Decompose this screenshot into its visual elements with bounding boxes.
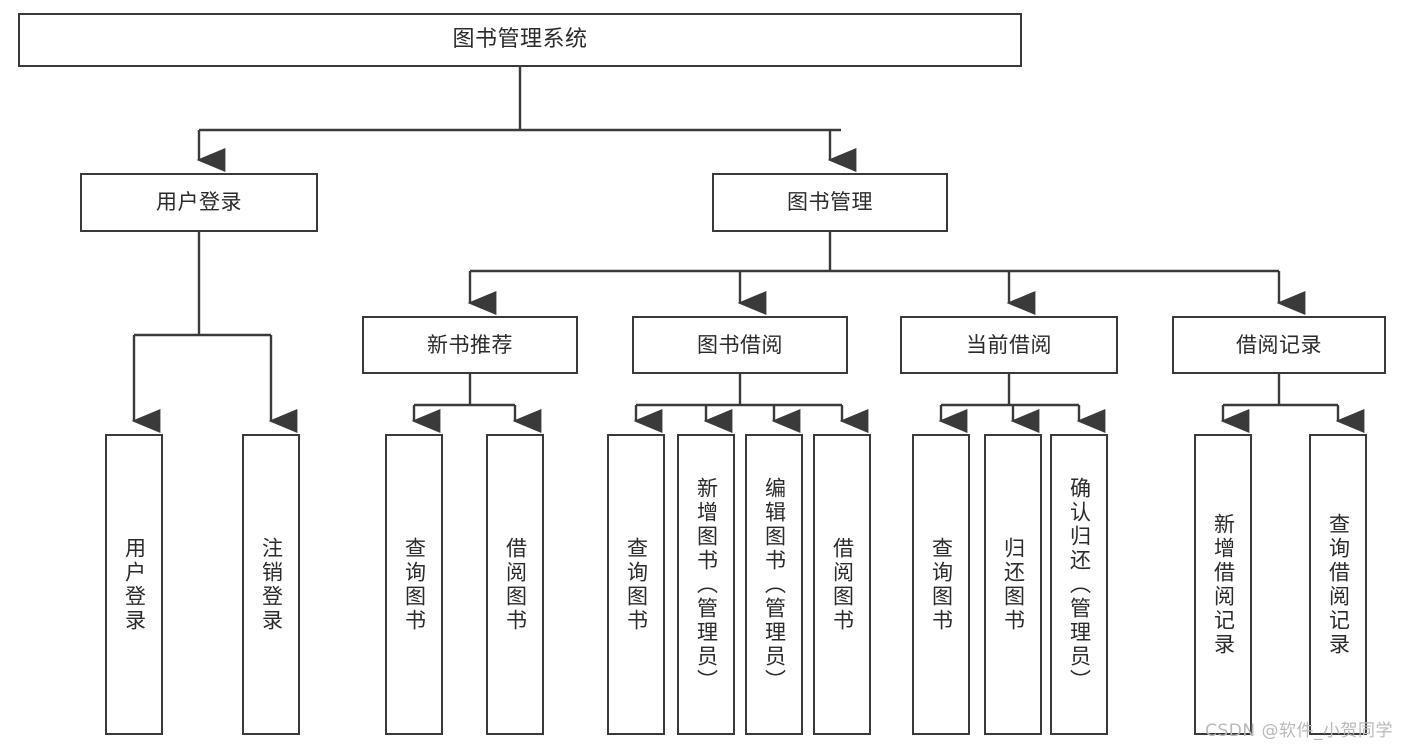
node-current-borrow-label: 当前借阅 xyxy=(966,332,1052,357)
node-leaf-user-logout[interactable]: 注销登录 xyxy=(242,434,300,735)
node-leaf-query-record-label: 查询借阅记录 xyxy=(1326,512,1351,657)
node-book-borrow-label: 图书借阅 xyxy=(697,332,783,357)
node-leaf-borrow-book-1[interactable]: 借阅图书 xyxy=(486,434,544,735)
node-leaf-query-book-3[interactable]: 查询图书 xyxy=(912,434,970,735)
node-borrow-record[interactable]: 借阅记录 xyxy=(1172,316,1386,374)
node-leaf-query-book-2-label: 查询图书 xyxy=(624,536,649,633)
node-leaf-user-login[interactable]: 用户登录 xyxy=(105,434,163,735)
node-leaf-edit-book[interactable]: 编辑图书（管理员） xyxy=(745,434,803,735)
node-leaf-query-book-1-label: 查询图书 xyxy=(402,536,427,633)
node-leaf-add-book-label: 新增图书（管理员） xyxy=(694,476,719,693)
node-leaf-user-logout-label: 注销登录 xyxy=(259,536,284,633)
node-root[interactable]: 图书管理系统 xyxy=(18,13,1022,67)
node-leaf-borrow-book-1-label: 借阅图书 xyxy=(503,536,528,633)
node-leaf-query-book-3-label: 查询图书 xyxy=(929,536,954,633)
node-leaf-user-login-label: 用户登录 xyxy=(122,536,147,633)
node-leaf-return-book[interactable]: 归还图书 xyxy=(984,434,1042,735)
node-book-borrow[interactable]: 图书借阅 xyxy=(632,316,848,374)
node-book-manage-label: 图书管理 xyxy=(787,190,873,215)
node-leaf-borrow-book-2[interactable]: 借阅图书 xyxy=(813,434,871,735)
watermark-text: CSDN @软件_小贺同学 xyxy=(1205,721,1393,741)
node-book-manage[interactable]: 图书管理 xyxy=(712,173,948,232)
node-leaf-edit-book-label: 编辑图书（管理员） xyxy=(762,476,787,693)
node-new-book-rec-label: 新书推荐 xyxy=(427,332,513,357)
node-root-label: 图书管理系统 xyxy=(452,27,588,53)
node-user-login-label: 用户登录 xyxy=(156,190,242,215)
node-leaf-add-record-label: 新增借阅记录 xyxy=(1211,512,1236,657)
node-leaf-confirm-return-label: 确认归还（管理员） xyxy=(1067,476,1092,693)
node-leaf-confirm-return[interactable]: 确认归还（管理员） xyxy=(1050,434,1108,735)
node-leaf-add-book[interactable]: 新增图书（管理员） xyxy=(677,434,735,735)
node-leaf-add-record[interactable]: 新增借阅记录 xyxy=(1194,434,1252,735)
node-leaf-query-book-1[interactable]: 查询图书 xyxy=(385,434,443,735)
node-leaf-return-book-label: 归还图书 xyxy=(1001,536,1026,633)
node-leaf-borrow-book-2-label: 借阅图书 xyxy=(830,536,855,633)
node-leaf-query-book-2[interactable]: 查询图书 xyxy=(607,434,665,735)
node-borrow-record-label: 借阅记录 xyxy=(1236,332,1322,357)
node-current-borrow[interactable]: 当前借阅 xyxy=(900,316,1118,374)
node-new-book-rec[interactable]: 新书推荐 xyxy=(362,316,578,374)
node-leaf-query-record[interactable]: 查询借阅记录 xyxy=(1309,434,1367,735)
node-user-login[interactable]: 用户登录 xyxy=(80,173,318,232)
